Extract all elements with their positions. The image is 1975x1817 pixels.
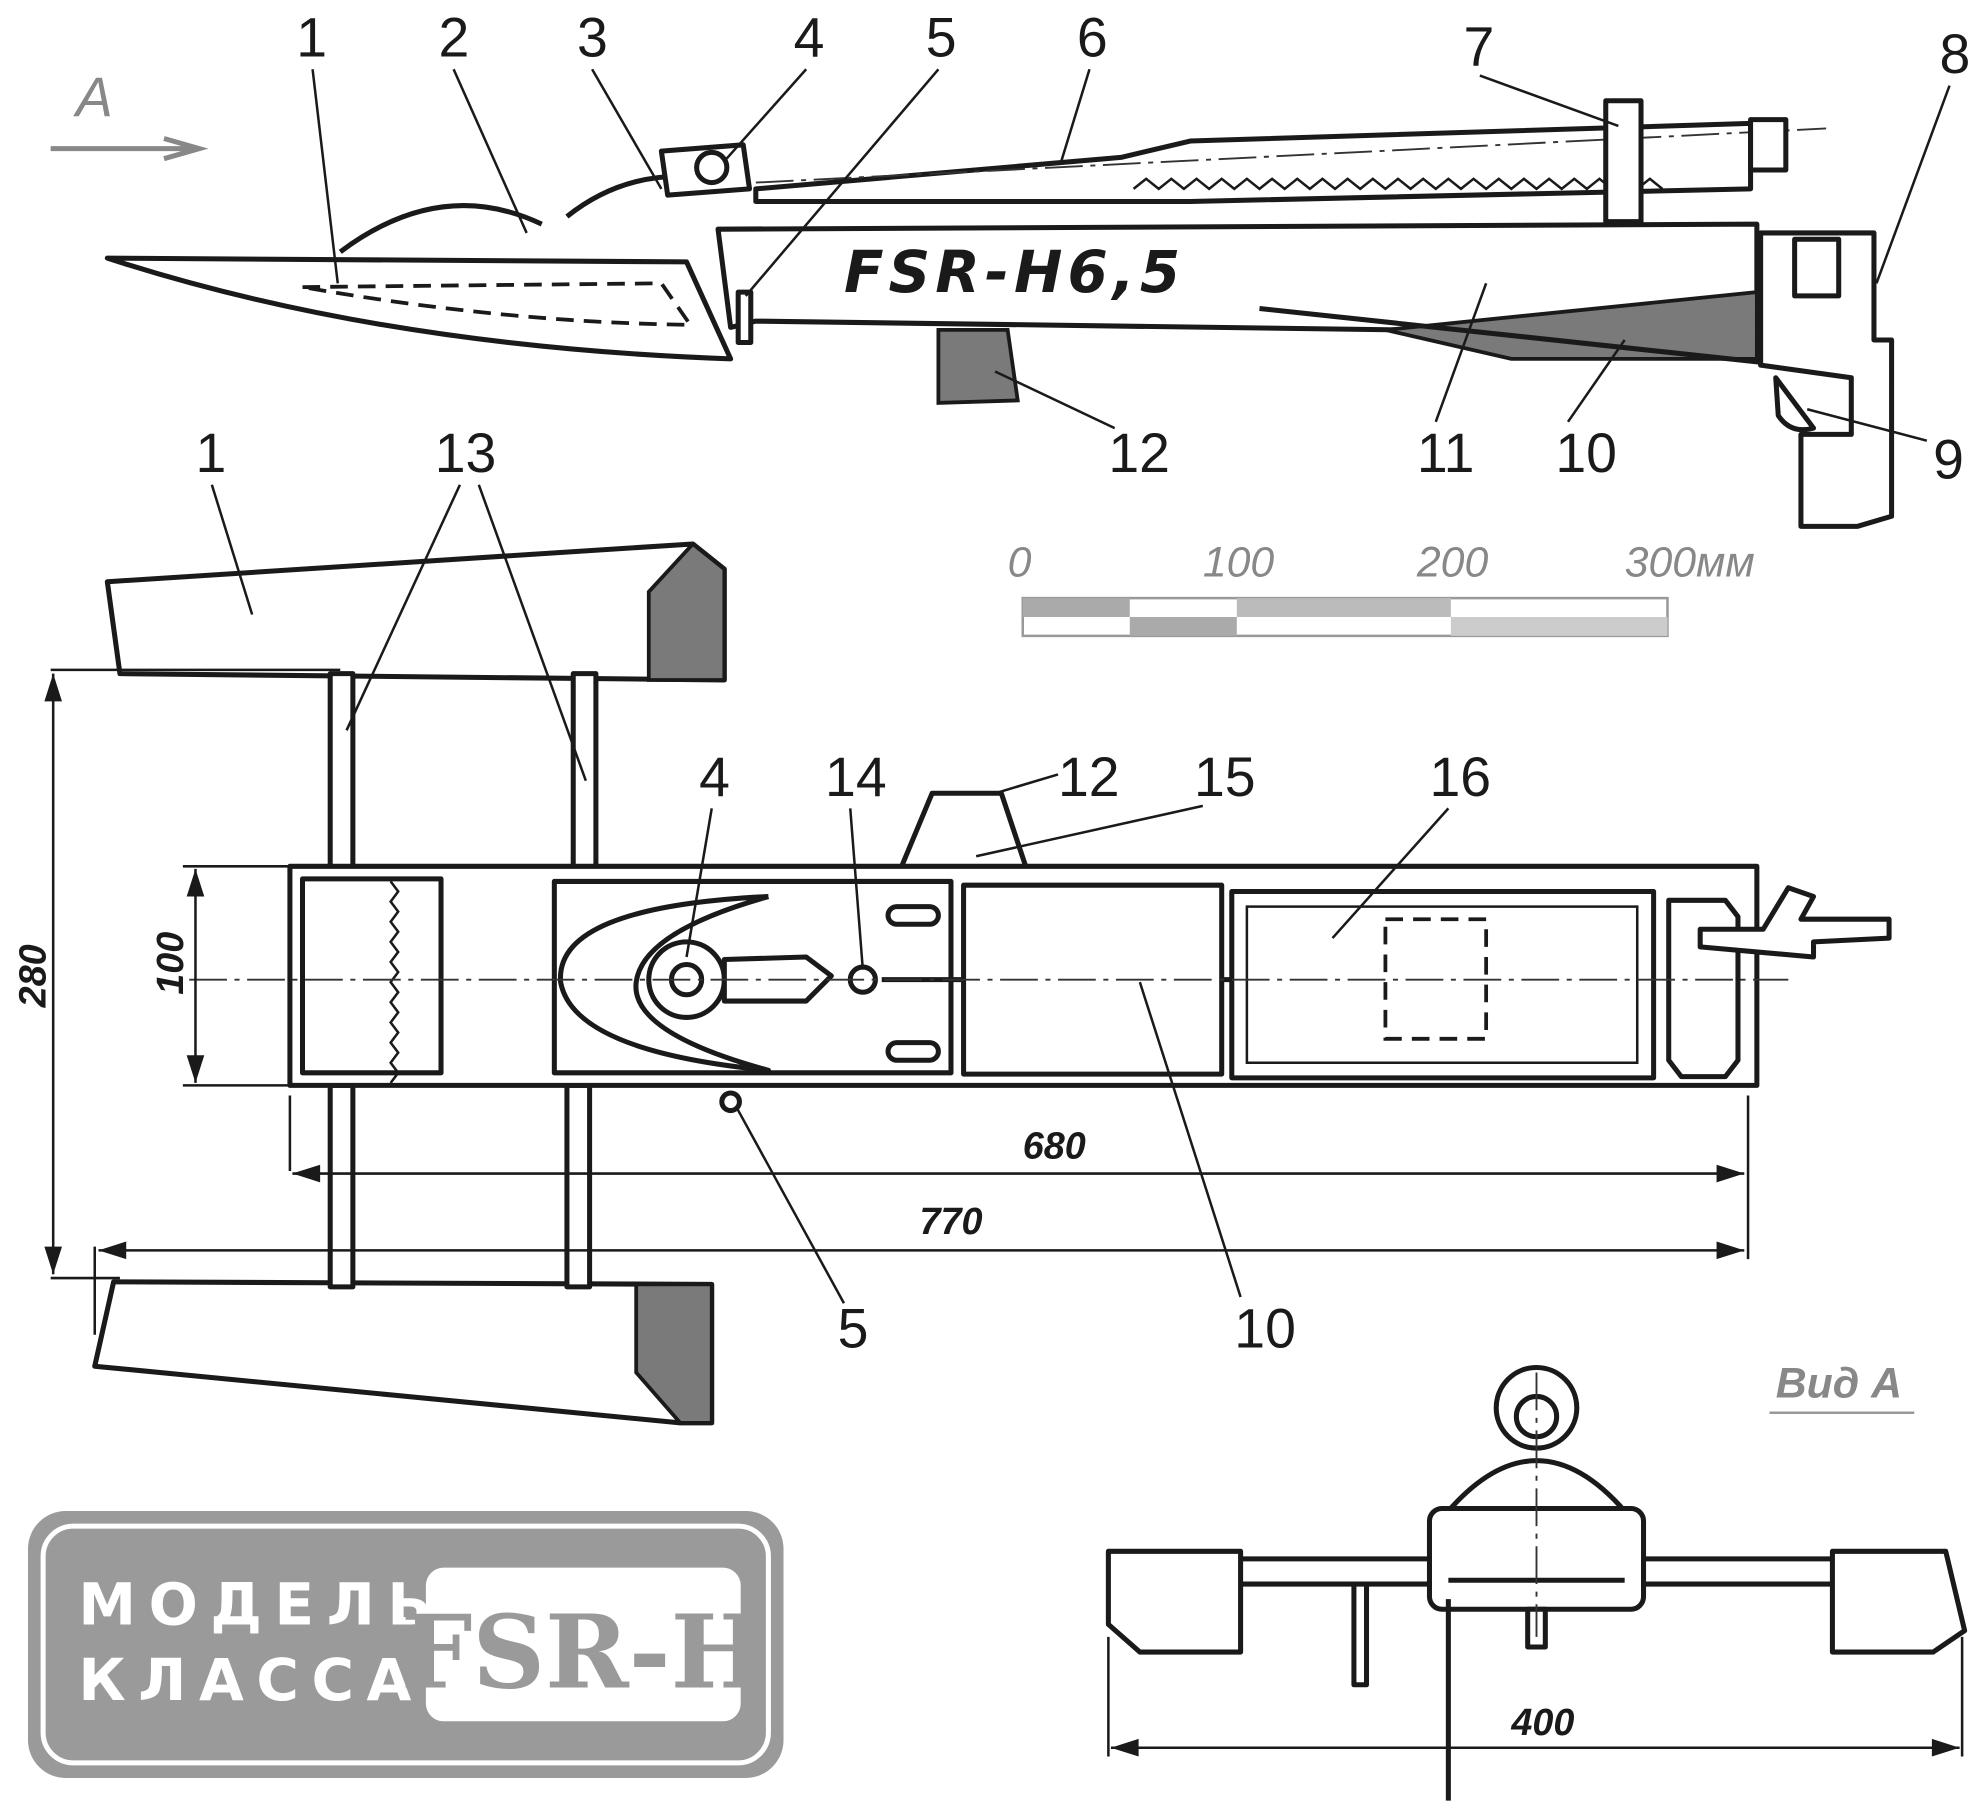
exhaust-pipe xyxy=(753,120,1754,204)
callout-top-12: 12 xyxy=(1058,746,1120,808)
float-top-lower xyxy=(92,1279,715,1426)
plate-line-2: КЛАССА xyxy=(78,1646,424,1714)
float-front-right xyxy=(1829,1548,1968,1655)
class-plate: МОДЕЛЬ КЛАССА FSR-H xyxy=(28,1511,784,1778)
scale-tick-0: 0 xyxy=(1008,539,1032,587)
callout-5: 5 xyxy=(926,7,957,69)
callout-top-10: 10 xyxy=(1234,1297,1296,1359)
callout-13: 13 xyxy=(435,422,497,484)
float-side xyxy=(104,255,734,362)
callout-6: 6 xyxy=(1077,7,1108,69)
plate-line-1: МОДЕЛЬ xyxy=(78,1570,444,1638)
scale-tick-300: 300мм xyxy=(1625,539,1755,587)
dim-280: 280 xyxy=(13,944,55,1008)
callout-top-1: 1 xyxy=(195,422,226,484)
dim-100: 100 xyxy=(150,932,192,995)
view-a-arrow-label: А xyxy=(73,66,113,128)
scale-tick-200: 200 xyxy=(1416,539,1489,587)
dim-770: 770 xyxy=(920,1201,983,1243)
float-top-upper xyxy=(104,541,727,683)
scale-tick-100: 100 xyxy=(1203,539,1275,587)
view-a-arrow xyxy=(50,136,209,162)
callout-10: 10 xyxy=(1555,422,1617,484)
callout-3: 3 xyxy=(577,7,608,69)
callout-top-4: 4 xyxy=(699,746,730,808)
callout-2: 2 xyxy=(438,7,469,69)
dim-400: 400 xyxy=(1510,1702,1574,1744)
hull-name: FSR-H6,5 xyxy=(844,238,1185,306)
callout-11: 11 xyxy=(1417,422,1475,484)
top-view xyxy=(92,541,1892,1426)
float-front-left xyxy=(1105,1548,1244,1655)
callout-8: 8 xyxy=(1939,23,1970,85)
callout-7: 7 xyxy=(1463,15,1494,77)
fin-side xyxy=(936,328,1020,405)
dim-680: 680 xyxy=(1023,1125,1086,1167)
callout-12: 12 xyxy=(1108,422,1170,484)
top-callouts: 1 13 4 14 12 15 16 10 5 xyxy=(195,422,1491,1359)
callout-9: 9 xyxy=(1933,428,1964,490)
scale-bar: 0 100 200 300мм xyxy=(1008,539,1755,638)
callout-15: 15 xyxy=(1194,746,1256,808)
callout-16: 16 xyxy=(1429,746,1491,808)
plate-class: FSR-H xyxy=(401,1592,766,1711)
front-view: Вид А 400 xyxy=(1105,1360,1968,1801)
dimensions: 280 100 680 770 xyxy=(13,668,1750,1335)
callout-14: 14 xyxy=(825,746,887,808)
callout-top-5: 5 xyxy=(838,1297,869,1359)
callout-1: 1 xyxy=(296,7,327,69)
callout-4: 4 xyxy=(794,7,825,69)
side-callouts: 1 2 3 4 5 6 7 8 9 10 11 12 xyxy=(296,7,1970,491)
front-view-title: Вид А xyxy=(1776,1360,1902,1408)
rudder-side xyxy=(1758,230,1895,529)
side-view: А FSR-H6,5 xyxy=(50,66,1895,529)
